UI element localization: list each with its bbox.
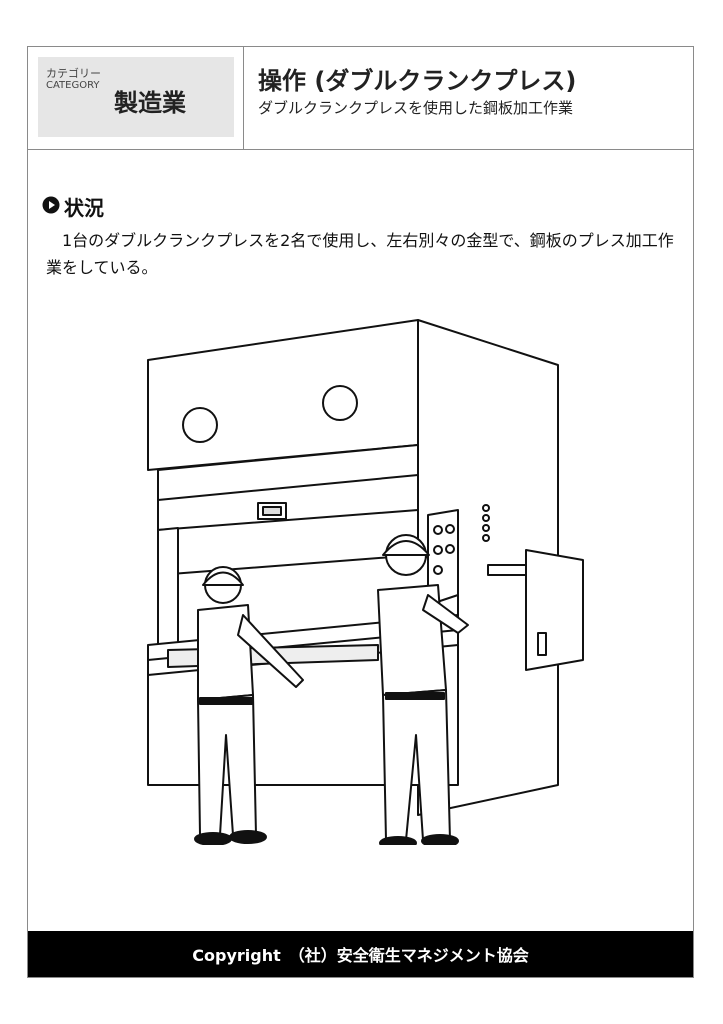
category-cell: カテゴリー CATEGORY 製造業: [28, 47, 244, 149]
situation-heading-label: 状況: [64, 196, 104, 220]
situation-body: 1台のダブルクランクプレスを2名で使用し、左右別々の金型で、鋼板のプレス加工作業…: [46, 231, 674, 277]
page-subtitle: ダブルクランクプレスを使用した鋼板加工作業: [258, 99, 574, 117]
title-cell: 操作 (ダブルクランクプレス) ダブルクランクプレスを使用した鋼板加工作業: [244, 47, 693, 149]
footer-copyright: Copyright （社）安全衛生マネジメント協会: [28, 931, 693, 977]
header: カテゴリー CATEGORY 製造業 操作 (ダブルクランクプレス) ダブルクラ…: [28, 47, 693, 150]
page-title: 操作 (ダブルクランクプレス): [258, 67, 577, 95]
sheet: カテゴリー CATEGORY 製造業 操作 (ダブルクランクプレス) ダブルクラ…: [27, 46, 694, 978]
play-circle-icon: [42, 196, 60, 214]
category-label-en: CATEGORY: [46, 80, 100, 91]
press-illustration: [147, 319, 584, 845]
category-value: 製造業: [114, 89, 186, 117]
category-label-jp: カテゴリー: [46, 67, 101, 80]
category-box: カテゴリー CATEGORY 製造業: [38, 57, 234, 137]
